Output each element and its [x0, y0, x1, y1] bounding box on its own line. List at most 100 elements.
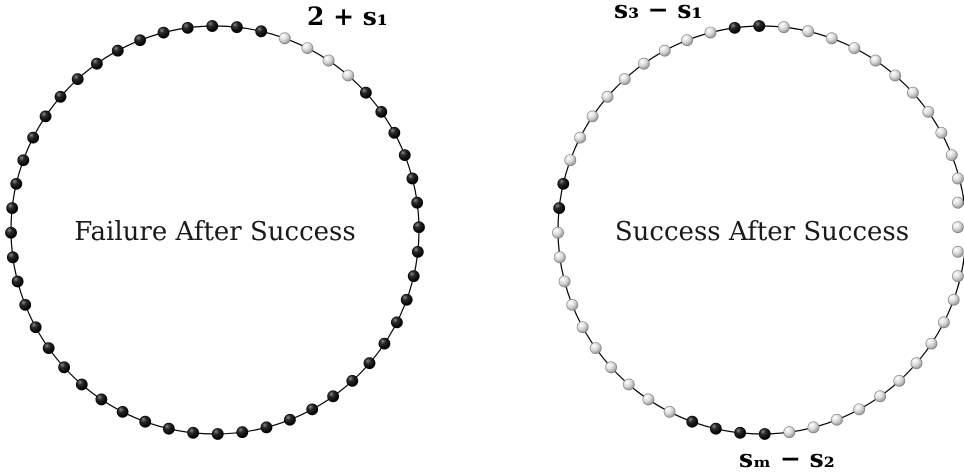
left-bead-black	[181, 21, 194, 34]
left-bead-black	[306, 403, 319, 416]
left-bead-black	[327, 390, 340, 403]
left-bead-black	[42, 342, 55, 355]
right-bead-white	[947, 293, 960, 306]
left-bead-black	[388, 126, 401, 139]
left-bead-black	[90, 57, 103, 70]
right-bead-white	[935, 126, 948, 139]
right-bead-white	[952, 245, 964, 258]
right-bead-white	[952, 172, 964, 185]
right-bead-white	[566, 298, 579, 311]
left-ring-group: Failure After Success 2 + s₁	[5, 2, 425, 440]
left-bead-black	[71, 73, 84, 86]
right-bead-white	[576, 321, 589, 334]
left-bead-black	[139, 415, 152, 428]
left-bead-black	[75, 378, 88, 391]
left-bead-black	[39, 110, 52, 123]
left-bead-white	[278, 32, 291, 45]
right-bead-white	[906, 86, 919, 99]
right-bead-white	[618, 73, 631, 86]
right-bead-black	[686, 415, 699, 428]
right-bead-white	[869, 54, 882, 67]
left-bead-black	[359, 86, 372, 99]
right-bead-white	[937, 316, 950, 329]
right-bead-white	[574, 131, 587, 144]
right-bead-white	[922, 105, 935, 118]
left-bead-black	[111, 44, 124, 57]
right-bead-white	[893, 374, 906, 387]
left-bead-black	[10, 177, 23, 190]
left-bead-black	[411, 245, 424, 258]
left-bead-black	[390, 316, 403, 329]
left-bead-black	[5, 226, 17, 239]
left-bead-black	[162, 422, 175, 435]
right-bead-white	[848, 42, 861, 55]
left-bead-black	[413, 221, 425, 234]
left-bead-black	[363, 357, 376, 370]
right-center-text: Success After Success	[615, 217, 909, 247]
right-bead-white	[658, 44, 671, 57]
right-bead-black	[734, 426, 747, 439]
right-beads	[552, 20, 964, 440]
right-bead-white	[889, 69, 902, 82]
right-bead-white	[853, 403, 866, 416]
left-bead-black	[58, 361, 71, 374]
left-bead-black	[400, 293, 413, 306]
left-bead-white	[342, 69, 355, 82]
right-bead-white	[874, 390, 887, 403]
right-bead-white	[637, 57, 650, 70]
right-bead-white	[807, 421, 820, 434]
left-bead-black	[116, 405, 129, 418]
right-bead-white	[553, 251, 566, 264]
right-bead-white	[681, 34, 694, 47]
left-bead-black	[260, 421, 273, 434]
left-bead-black	[406, 172, 419, 185]
right-bead-white	[642, 393, 655, 406]
right-bottom-label: sₘ − s₂	[739, 444, 835, 473]
right-ring-group: Success After Success s₃ − s₁ sₘ − s₂	[552, 0, 964, 473]
right-bead-white	[830, 413, 843, 426]
right-bead-white	[586, 110, 599, 123]
left-bead-black	[378, 337, 391, 350]
right-bead-white	[589, 342, 602, 355]
right-bead-white	[558, 275, 571, 288]
left-bead-black	[27, 131, 40, 144]
right-bead-white	[945, 149, 958, 162]
left-bead-black	[95, 393, 108, 406]
right-bead-black	[553, 202, 566, 215]
left-bead-black	[255, 25, 268, 38]
right-bead-black	[557, 177, 570, 190]
right-bead-white	[601, 90, 614, 103]
left-bead-black	[211, 428, 224, 440]
right-bead-white	[564, 154, 577, 167]
right-bead-black	[709, 422, 722, 435]
left-bead-black	[157, 26, 170, 39]
left-bead-black	[6, 251, 19, 264]
left-bead-black	[19, 298, 32, 311]
right-bead-black	[728, 21, 741, 34]
left-bead-black	[283, 413, 296, 426]
left-top-label: 2 + s₁	[307, 2, 388, 31]
right-bead-black	[758, 428, 771, 440]
right-bead-white	[663, 405, 676, 418]
right-bead-white	[622, 378, 635, 391]
right-bead-white	[952, 270, 964, 283]
left-bead-black	[54, 90, 67, 103]
left-bead-black	[206, 20, 219, 32]
left-bead-black	[134, 34, 147, 47]
left-beads	[5, 20, 425, 440]
right-bead-white	[783, 426, 796, 439]
right-bead-white	[925, 337, 938, 350]
left-bead-black	[398, 149, 411, 162]
left-bead-black	[17, 154, 30, 167]
left-bead-black	[187, 426, 200, 439]
right-bead-white	[704, 26, 717, 39]
left-bead-white	[322, 54, 335, 67]
right-top-label: s₃ − s₁	[614, 0, 702, 24]
right-bead-white	[802, 25, 815, 38]
left-bead-black	[411, 196, 424, 209]
left-bead-black	[236, 426, 249, 439]
left-bead-black	[11, 275, 24, 288]
right-bead-white	[952, 196, 964, 209]
left-bead-black	[6, 202, 19, 215]
